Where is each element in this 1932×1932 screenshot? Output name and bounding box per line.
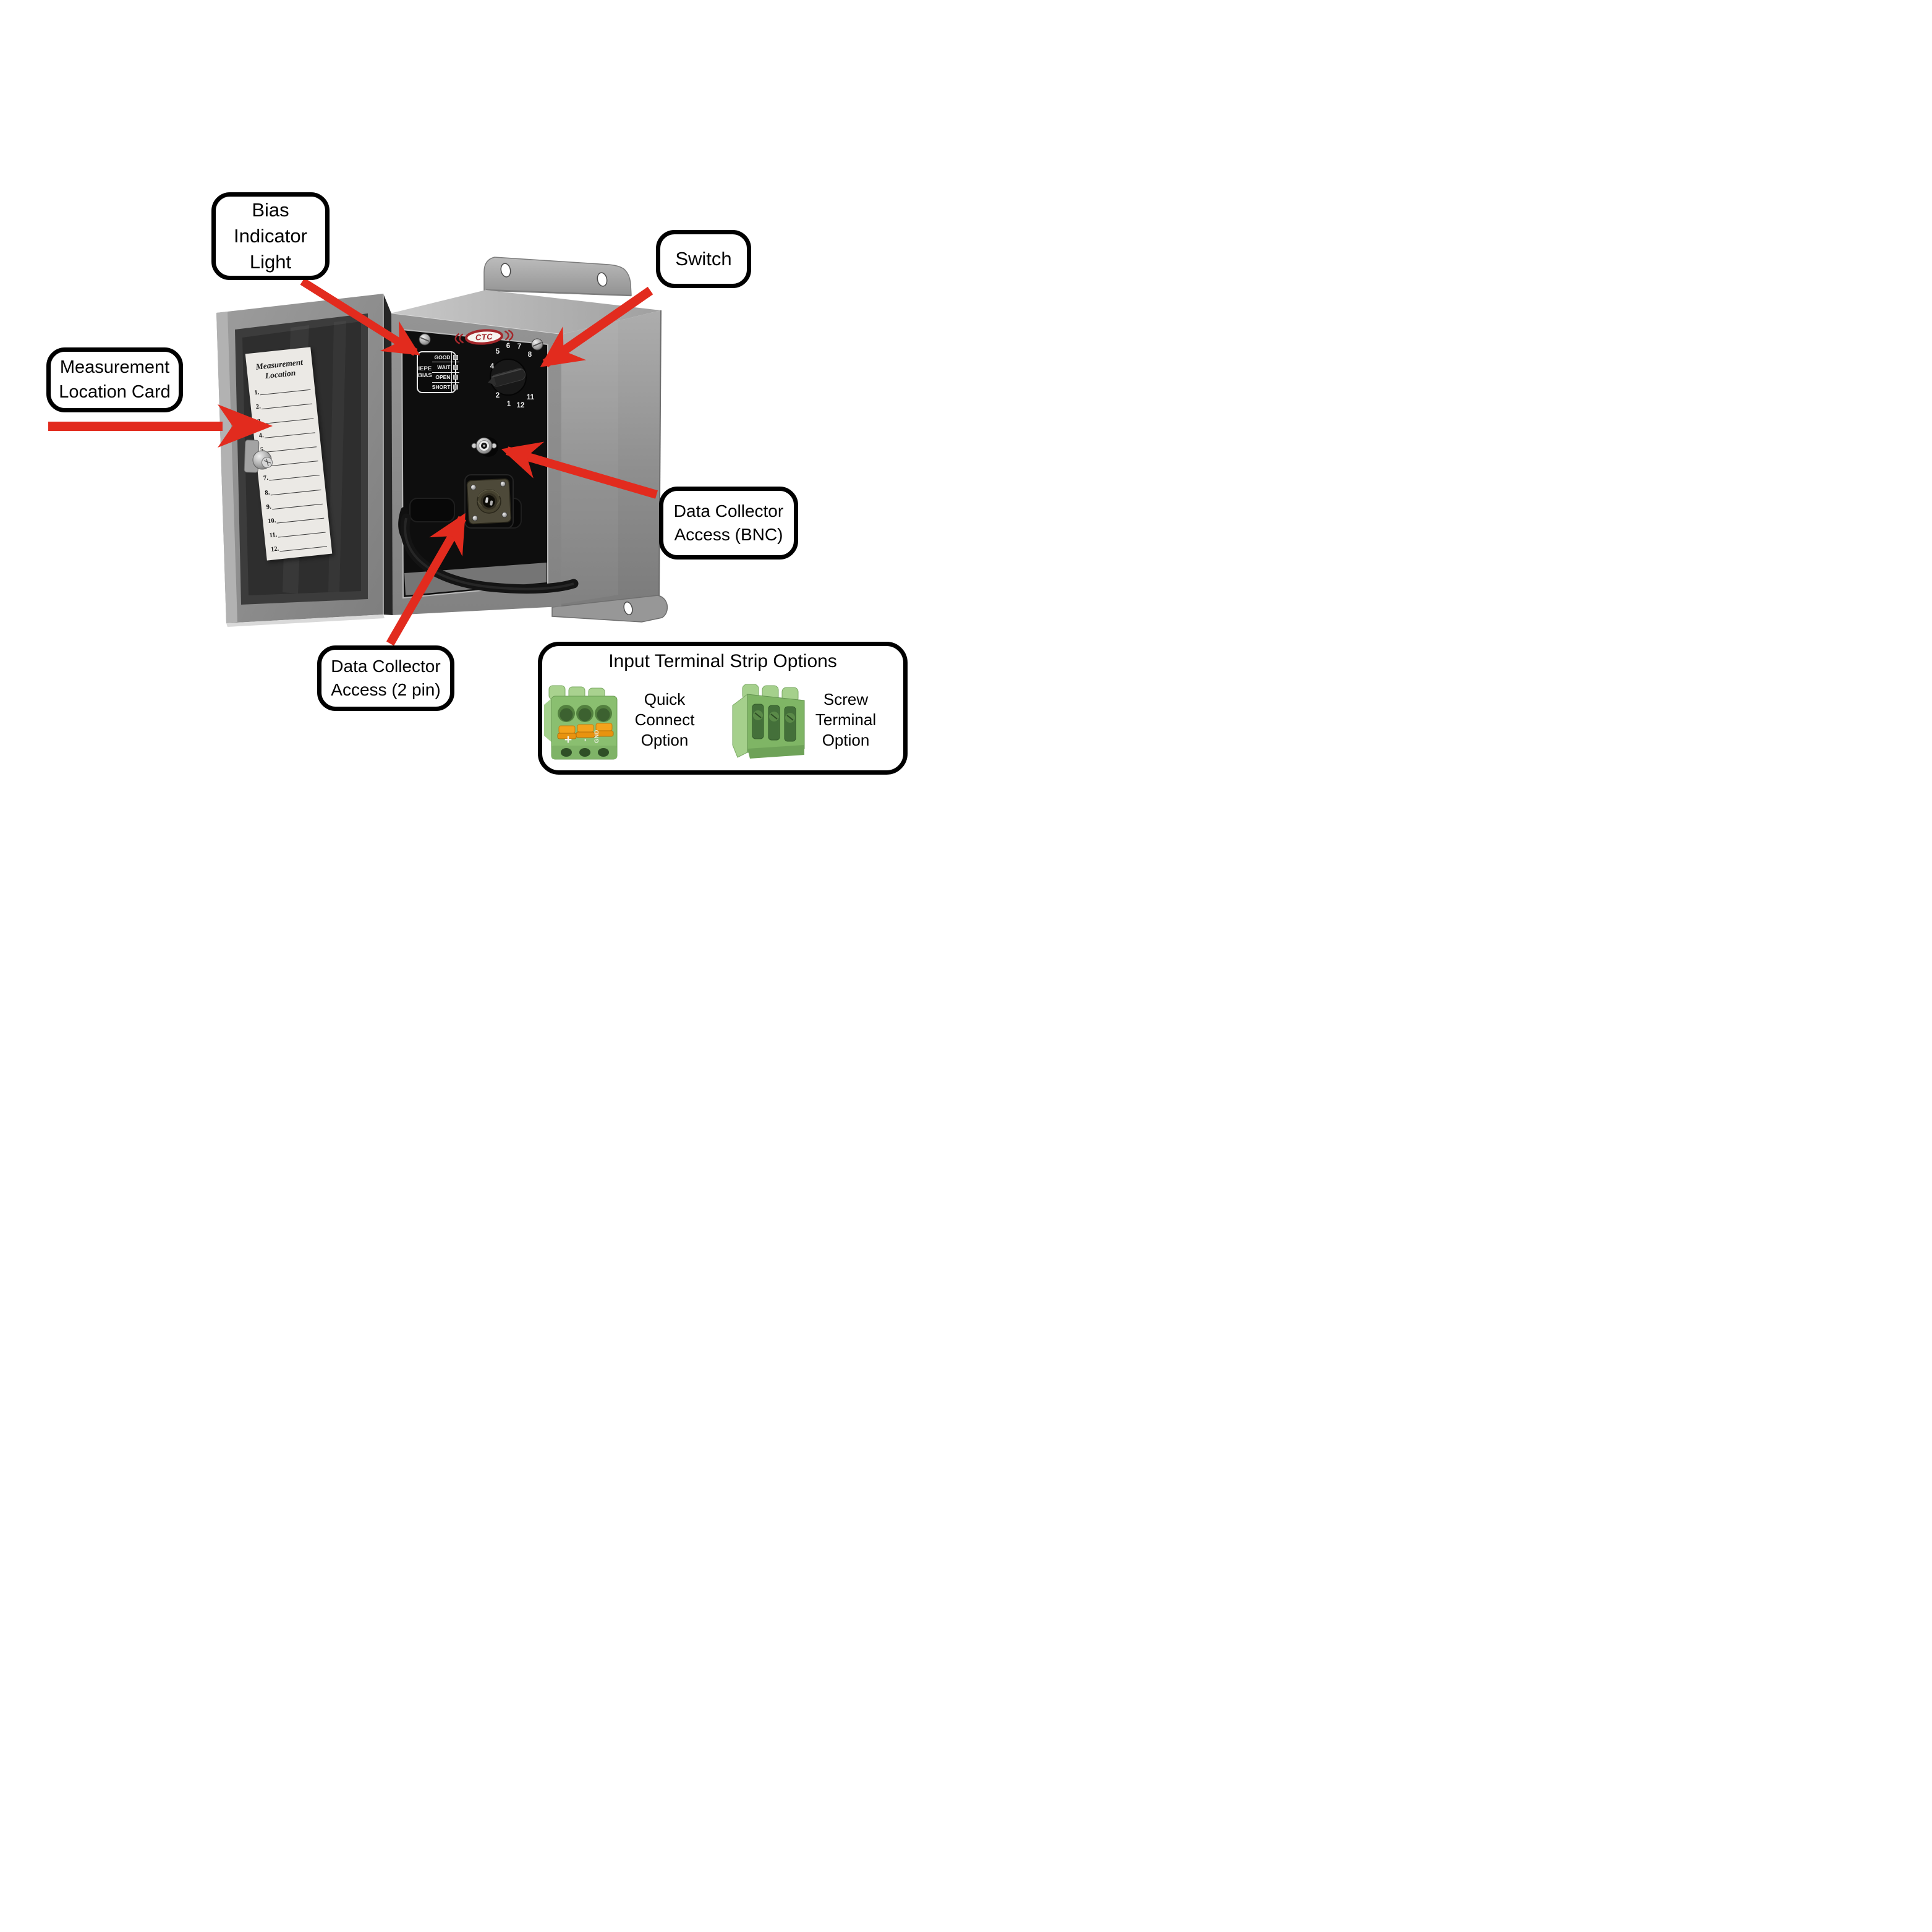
callout-text: Indicator [234,224,307,247]
state-good: GOOD [434,354,451,360]
dial-number: 7 [517,343,522,351]
dial-number: 8 [527,351,532,359]
dial-number: 5 [495,348,500,355]
rotary-switch-knob [488,359,527,396]
dial-number: 6 [506,343,511,350]
state-short: SHORT [432,384,451,391]
option-text: Terminal [815,710,877,729]
terminal-options-title: Input Terminal Strip Options [608,651,837,671]
door-hinge [383,294,393,615]
screw-terminal-connector [732,684,805,759]
option-text: Screw [823,690,869,709]
callout-text: Measurement [59,357,170,378]
callout-text: Light [249,251,292,273]
arrows-layer [48,278,658,646]
callout-text: Switch [675,247,732,270]
bnc-arrow [501,441,658,499]
callout-text: Data Collector [673,501,784,521]
enclosure-side-face [561,310,661,606]
measurement-card-arrow [48,404,273,448]
callout-text: Bias [252,198,289,221]
option-text: Option [822,731,870,749]
flange-hole-left [500,263,511,278]
state-open: OPEN [435,374,451,381]
quick-connect-connector [544,685,618,760]
iepe-bias-indicator-block: IEPE BIAS GOOD WAIT OPEN SHORT [417,351,460,393]
top-mounting-flange [483,257,632,297]
screw-terminal-option-label: Screw Terminal Option [802,689,890,751]
two-pin-arrow [386,513,467,646]
short-led [453,385,459,390]
option-text: Quick [644,690,686,709]
bias-state-row: GOOD [432,352,460,362]
two-pin-connector [466,478,512,525]
callout-bias-indicator-light: Bias Indicator Light [211,192,330,280]
bias-state-row: WAIT [432,362,460,372]
option-text: Option [640,731,689,749]
bnc-connector [471,437,498,457]
quick-connect-option-label: Quick Connect Option [621,689,709,751]
switch-arrow [540,286,653,368]
callout-text: Location Card [59,381,171,402]
callout-switch: Switch [656,230,751,288]
dial-number: 11 [526,394,535,401]
bias-label: BIAS [418,372,432,379]
callout-text: Data Collector [331,656,441,676]
callout-measurement-location-card: Measurement Location Card [46,347,183,412]
screw-slots [752,704,796,742]
cable [398,507,579,594]
bias-state-row: OPEN [432,372,460,382]
minus-pin-label: - [579,738,590,742]
iepe-label: IEPE [418,365,432,372]
bias-state-row: SHORT [432,381,460,392]
enclosure-top-face [390,290,661,334]
plus-pin-label: + [564,733,572,747]
input-terminal-strip-options-panel: Input Terminal Strip Options [538,642,908,775]
option-text: Connect [634,710,695,729]
callout-text: Access (2 pin) [331,680,441,699]
diagram-canvas: CTC IEPE BIAS GOOD WAIT OPEN SHORT [0,0,966,966]
dial-number: 1 [506,401,511,408]
dial-number: 12 [516,402,525,409]
bias-arrow [300,278,420,356]
open-led [453,375,459,380]
callout-data-collector-bnc: Data Collector Access (BNC) [659,487,798,560]
ctc-logo [454,329,514,345]
state-wait: WAIT [437,364,451,370]
callout-data-collector-2pin: Data Collector Access (2 pin) [317,645,454,711]
bottom-mounting-tab [551,595,668,623]
tab-hole [623,601,633,616]
gnd-pin-label: GND [594,730,600,743]
good-led [453,354,459,360]
callout-text: Access (BNC) [674,525,783,544]
dial-number: 4 [490,363,495,370]
wait-led [453,364,459,370]
flange-hole-right [597,272,608,287]
dial-number: 2 [495,392,500,399]
quick-connect-levers [557,723,614,739]
door-latch [244,440,273,473]
